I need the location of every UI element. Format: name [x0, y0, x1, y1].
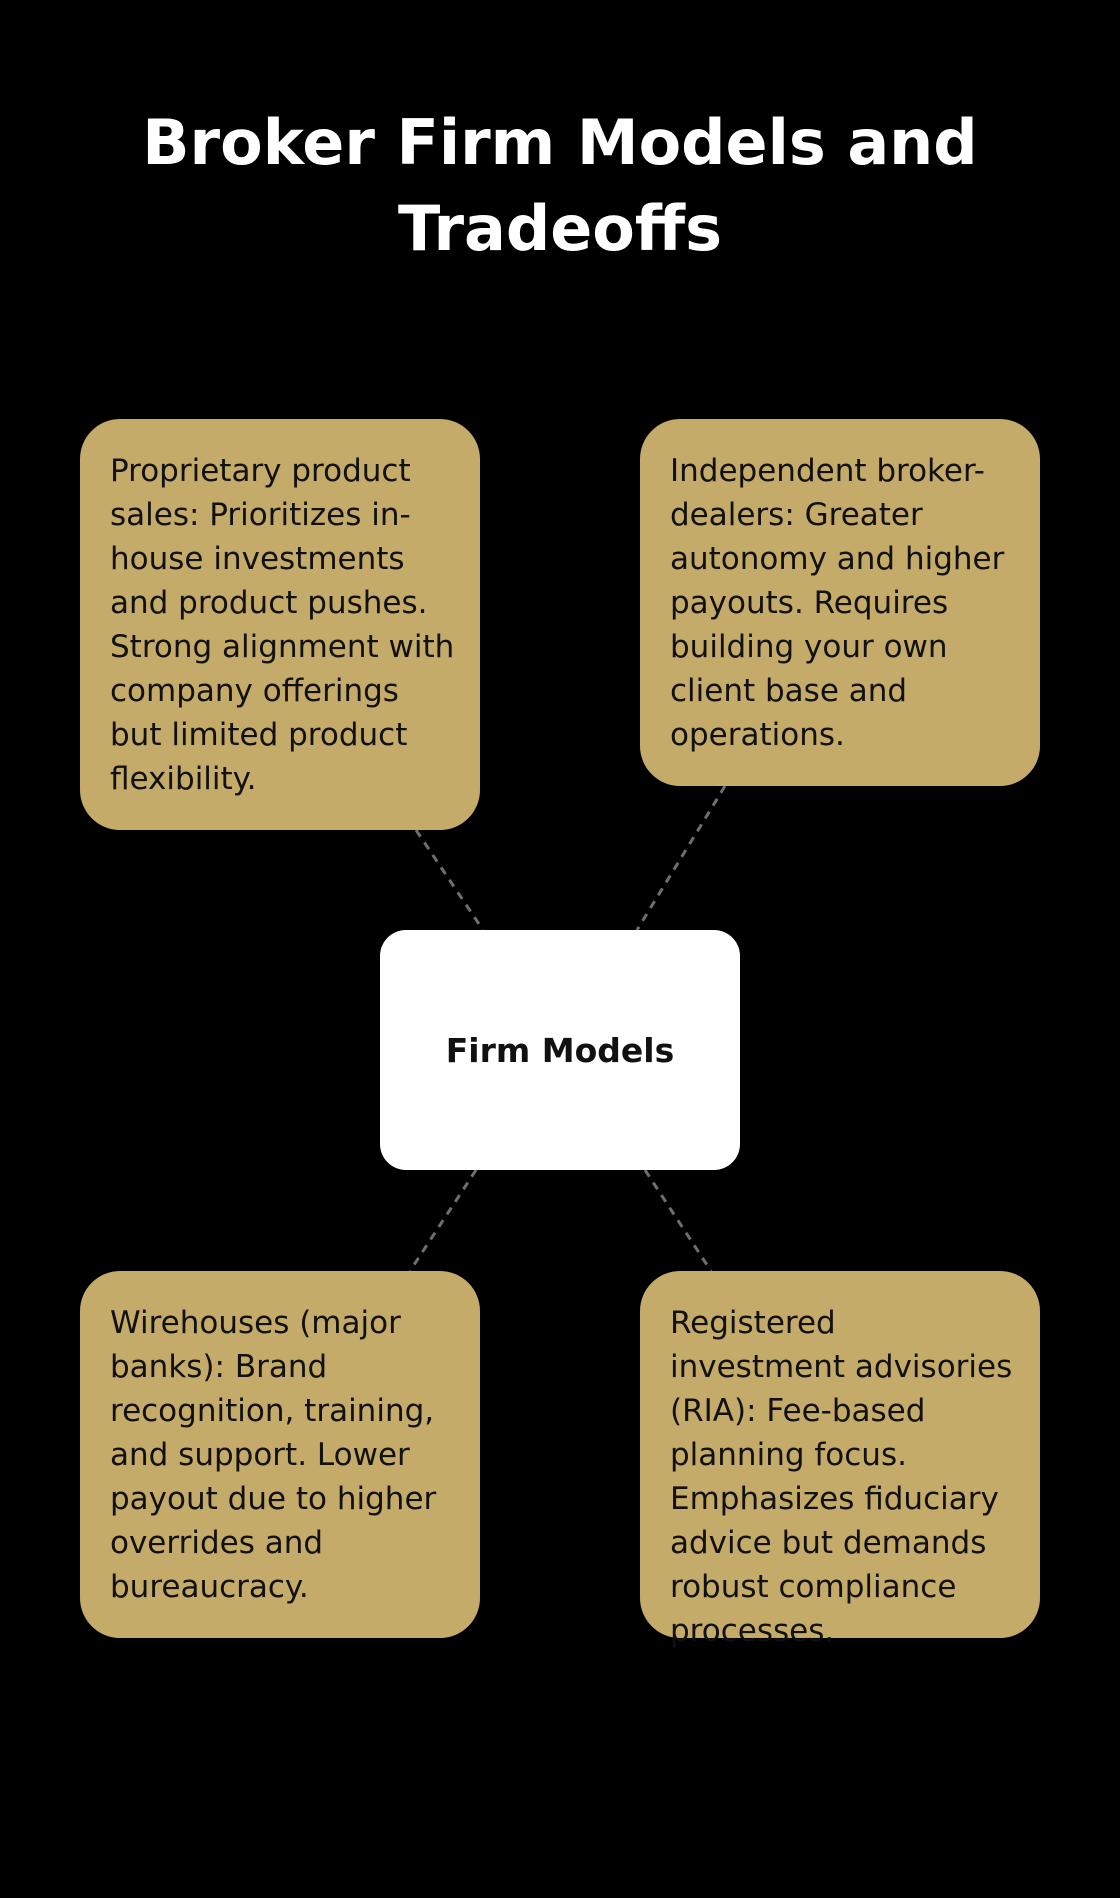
node-registered-investment-advisories: Registered investment advisories (RIA): …	[640, 1271, 1040, 1649]
node-wirehouses: Wirehouses (major banks): Brand recognit…	[80, 1271, 480, 1638]
node-independent-broker-dealers: Independent broker-dealers: Greater auto…	[640, 419, 1040, 786]
node-proprietary-product-sales: Proprietary product sales: Prioritizes i…	[80, 419, 480, 830]
connector-bottom-left	[408, 1169, 478, 1272]
connector-top-right	[635, 785, 727, 931]
connector-bottom-right	[643, 1169, 713, 1272]
page-title: Broker Firm Models and Tradeoffs	[142, 106, 978, 265]
connector-top-left	[414, 829, 485, 931]
center-node-firm-models: Firm Models	[380, 930, 740, 1170]
center-label: Firm Models	[445, 1030, 675, 1070]
